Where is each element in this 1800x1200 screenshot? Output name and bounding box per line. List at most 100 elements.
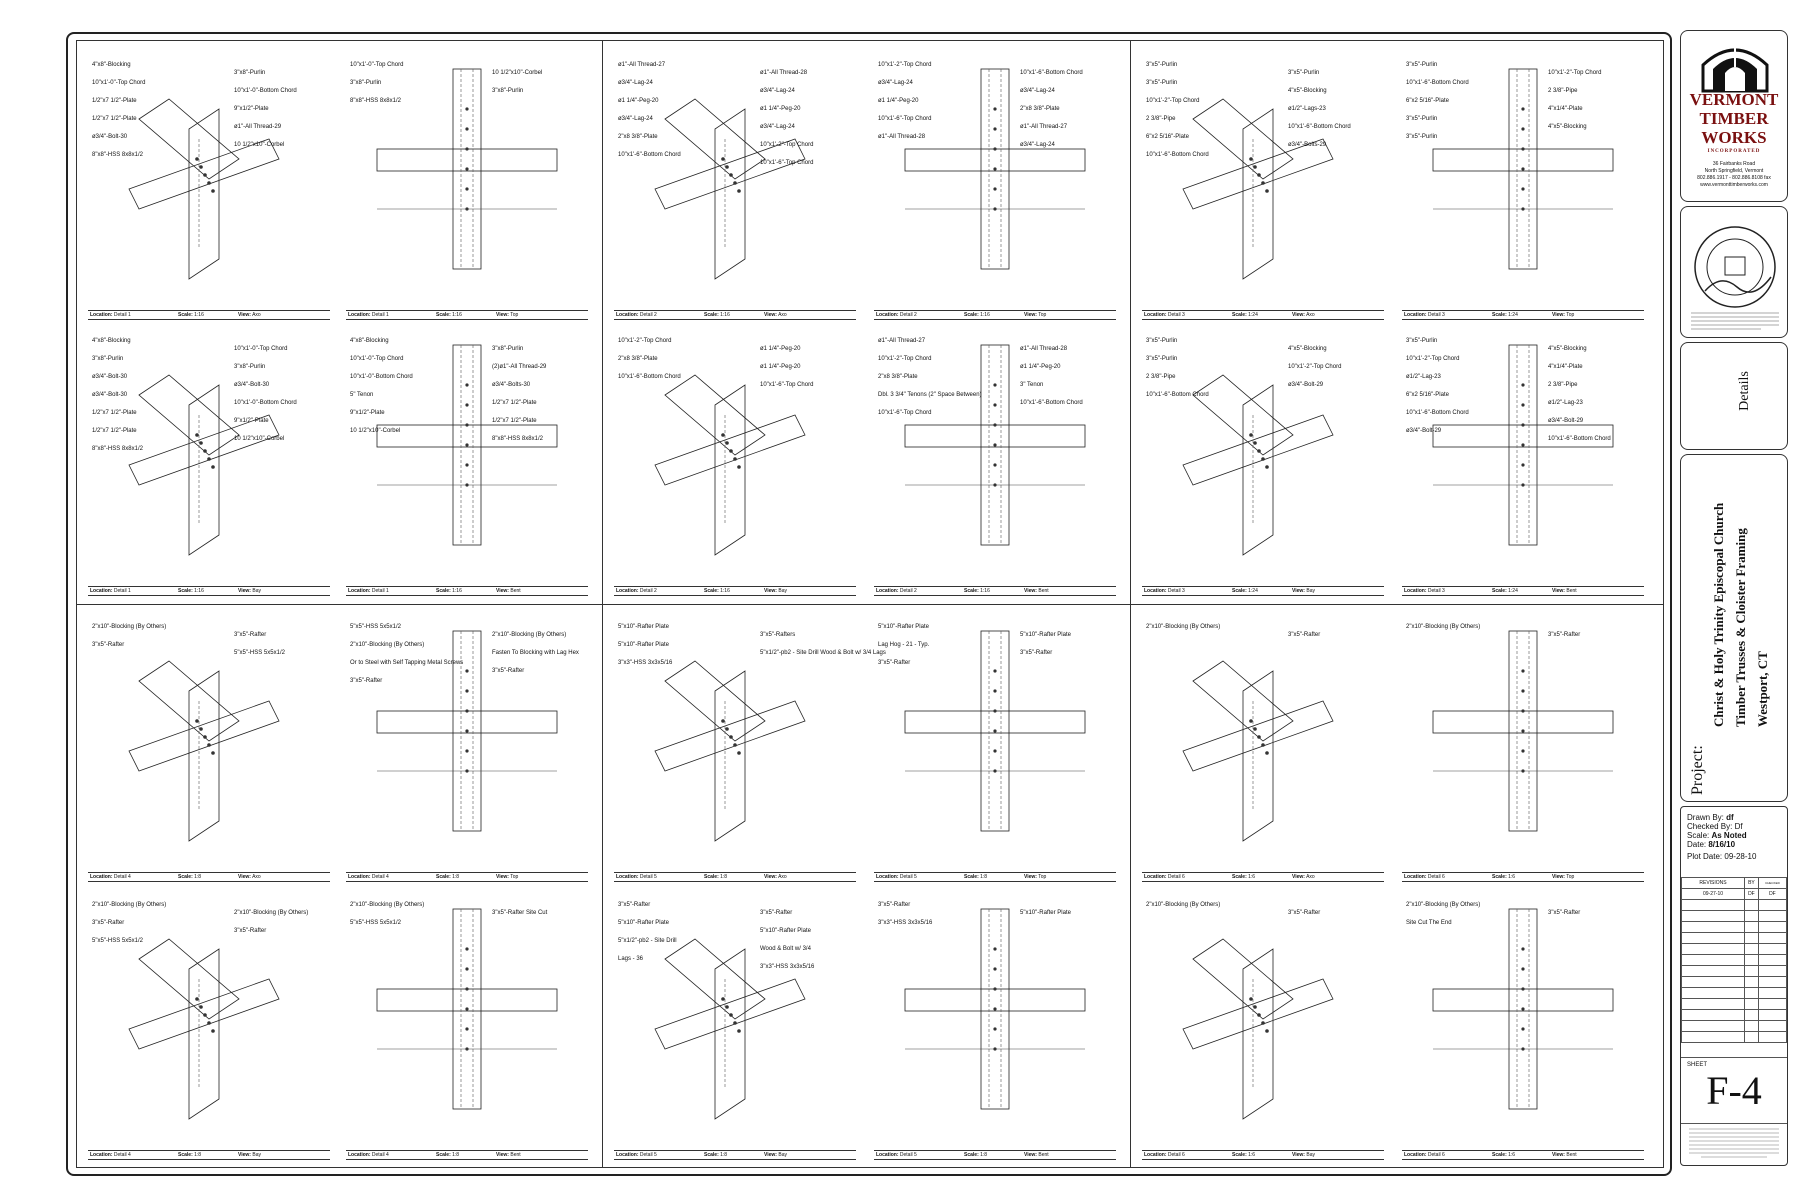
callout-label: 2 3/8"-Pipe [1146, 374, 1176, 380]
detail-drawing [654, 374, 806, 556]
caption-field: Scale: 1:6 [1232, 1152, 1256, 1158]
revision-1-date: 09-27-10 [1681, 888, 1745, 900]
callout-label: 3"x5"-Rafter [760, 910, 793, 916]
checked-by: Checked By: Df [1687, 822, 1743, 831]
caption-field: Location: Detail 3 [1404, 588, 1445, 594]
project-name-line2: Timber Trusses & Cloister Framing [1733, 528, 1748, 727]
caption-field: Location: Detail 5 [616, 874, 657, 880]
callout-label: 3"x5"-Rafter [1288, 910, 1321, 916]
callout-label: 3"x8"-Purlin [492, 346, 524, 352]
company-web: www.vermonttimberworks.com [1700, 182, 1768, 188]
caption-field: Location: Detail 2 [616, 588, 657, 594]
callout-label: 10"x1'-0"-Top Chord [350, 356, 404, 362]
caption-field: Location: Detail 5 [616, 1152, 657, 1158]
callout-label: 2"x8 3/8"-Plate [1020, 106, 1060, 112]
callout-label: 10 1/2"x10"-Corbel [234, 142, 285, 148]
caption-field: View: Bent [1552, 588, 1577, 594]
caption-field: Scale: 1:24 [1492, 588, 1518, 594]
callout-label: 3"x5"-Rafter [350, 678, 383, 684]
sheet-number: F-4 [1706, 1068, 1762, 1113]
revisions-header: REVISIONS [1681, 877, 1745, 889]
callout-label: 2 3/8"-Pipe [1548, 382, 1578, 388]
detail-drawing [128, 938, 280, 1120]
callout-label: 10"x1'-6"-Top Chord [760, 160, 814, 166]
callout-label: ø3/4"-Bolt-30 [92, 134, 128, 140]
caption-field: View: Top [496, 874, 519, 880]
callout-label: Fasten To Blocking with Lag Hex [492, 650, 579, 656]
detail-drawing [376, 68, 558, 270]
callout-label: 2"x10"-Blocking (By Others) [1146, 624, 1221, 630]
callout-label: ø3/4"-Lag-24 [1020, 142, 1055, 148]
callout-label: ø3/4"-Lag-24 [878, 80, 913, 86]
callout-label: 3"x8"-Purlin [350, 80, 382, 86]
callout-label: ø1"-All Thread-28 [878, 134, 926, 140]
callout-label: 10 1/2"x10"-Corbel [234, 436, 285, 442]
detail-drawing [376, 908, 558, 1110]
callout-label: 10"x1'-0"-Top Chord [92, 80, 146, 86]
callout-label: 5"x5"-HSS 5x5x1/2 [350, 624, 401, 630]
project-location: Westport, CT [1755, 651, 1770, 727]
caption-field: Scale: 1:8 [964, 874, 988, 880]
detail-drawing [128, 98, 280, 280]
caption-field: Location: Detail 1 [90, 312, 131, 318]
callout-label: 4"x8"-Blocking [92, 338, 131, 344]
callout-label: 2"x10"-Blocking (By Others) [492, 632, 567, 638]
callout-label: ø3/4"-Lag-24 [760, 88, 795, 94]
callout-label: ø3/4"-Bolt-30 [92, 374, 128, 380]
caption-field: Scale: 1:24 [1232, 588, 1258, 594]
detail-drawing [904, 630, 1086, 832]
caption-field: Location: Detail 3 [1404, 312, 1445, 318]
caption-field: Location: Detail 4 [90, 1152, 131, 1158]
detail-drawing [128, 660, 280, 842]
caption-field: Location: Detail 6 [1144, 1152, 1185, 1158]
callout-label: ø1"-All Thread-27 [1020, 124, 1068, 130]
callout-label: 3"x5"-Rafter [92, 642, 125, 648]
caption-field: Location: Detail 6 [1144, 874, 1185, 880]
callout-label: 3"x5"-Rafter [878, 660, 911, 666]
callout-label: ø1"-All Thread-28 [1020, 346, 1068, 352]
detail-drawing [376, 344, 558, 546]
plot-date-info: Plot Date: 09-28-10 [1687, 852, 1757, 861]
callout-label: Dbl. 3 3/4" Tenons (2" Space Between) [878, 392, 982, 398]
callout-label: 10 1/2"x10"-Corbel [492, 70, 543, 76]
callout-label: 3"x3"-HSS 3x3x5/16 [760, 964, 815, 970]
callout-label: ø3/4"-Bolts-30 [492, 382, 531, 388]
callout-label: ø3/4"-Lag-24 [760, 124, 795, 130]
callout-label: 5"x10"-Rafter Plate [618, 920, 669, 926]
callout-label: 6"x2 5/16"-Plate [1146, 134, 1189, 140]
callout-label: 5"x10"-Rafter Plate [1020, 910, 1071, 916]
callout-label: 3"x5"-Purlin [1146, 356, 1178, 362]
callout-label: ø1"-All Thread-29 [234, 124, 282, 130]
grid-divider-horizontal [76, 604, 1664, 605]
callout-label: 3"x8"-Purlin [234, 364, 266, 370]
caption-field: Scale: 1:16 [436, 312, 462, 318]
detail-drawing [1432, 908, 1614, 1110]
callout-label: Wood & Bolt w/ 3/4 [760, 946, 811, 952]
callout-label: 10"x1'-6"-Bottom Chord [1288, 124, 1351, 130]
revision-1-by: DF [1744, 888, 1759, 900]
callout-label: 3"x8"-Purlin [92, 356, 124, 362]
detail-caption: Location: Detail 3 Scale: 1:24 View: Bent [1402, 586, 1644, 596]
callout-label: 1/2"x7 1/2"-Plate [92, 116, 137, 122]
detail-drawing [654, 660, 806, 842]
caption-field: Location: Detail 5 [876, 874, 917, 880]
callout-label: ø3/4"-Lag-24 [618, 80, 653, 86]
caption-field: Scale: 1:8 [178, 1152, 202, 1158]
caption-field: Scale: 1:8 [436, 874, 460, 880]
callout-label: 10"x1'-6"-Bottom Chord [1020, 400, 1083, 406]
sheet-section-block: Details [1680, 342, 1788, 450]
company-logo-block: VERMONT TIMBER WORKS INCORPORATED 36 Fai… [1680, 30, 1788, 202]
caption-field: View: Bent [1024, 1152, 1049, 1158]
copyright-notice-text-lines [1689, 1128, 1779, 1158]
callout-label: 3"x5"-Rafter [1020, 650, 1053, 656]
callout-label: 10"x1'-6"-Bottom Chord [1406, 410, 1469, 416]
